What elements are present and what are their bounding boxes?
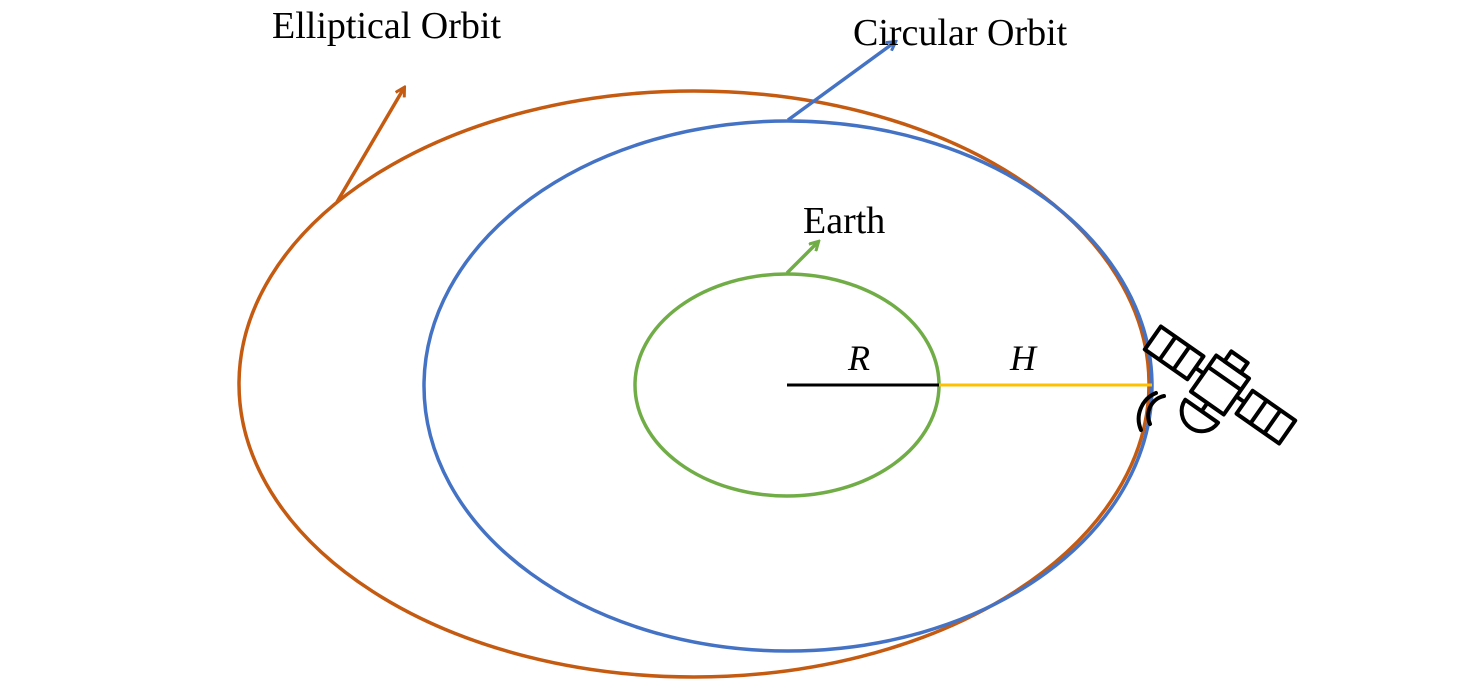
- earth-label: Earth: [803, 200, 885, 242]
- radius-label: R: [847, 338, 870, 378]
- height-label: H: [1009, 338, 1038, 378]
- circular-orbit-pointer-arrow: [786, 42, 895, 122]
- earth-pointer-arrow: [785, 242, 818, 275]
- elliptical-orbit-label: Elliptical Orbit: [272, 5, 501, 47]
- elliptical-orbit-pointer-arrow: [335, 88, 404, 203]
- satellite-icon: [1136, 324, 1298, 446]
- circular-orbit-label: Circular Orbit: [853, 12, 1068, 54]
